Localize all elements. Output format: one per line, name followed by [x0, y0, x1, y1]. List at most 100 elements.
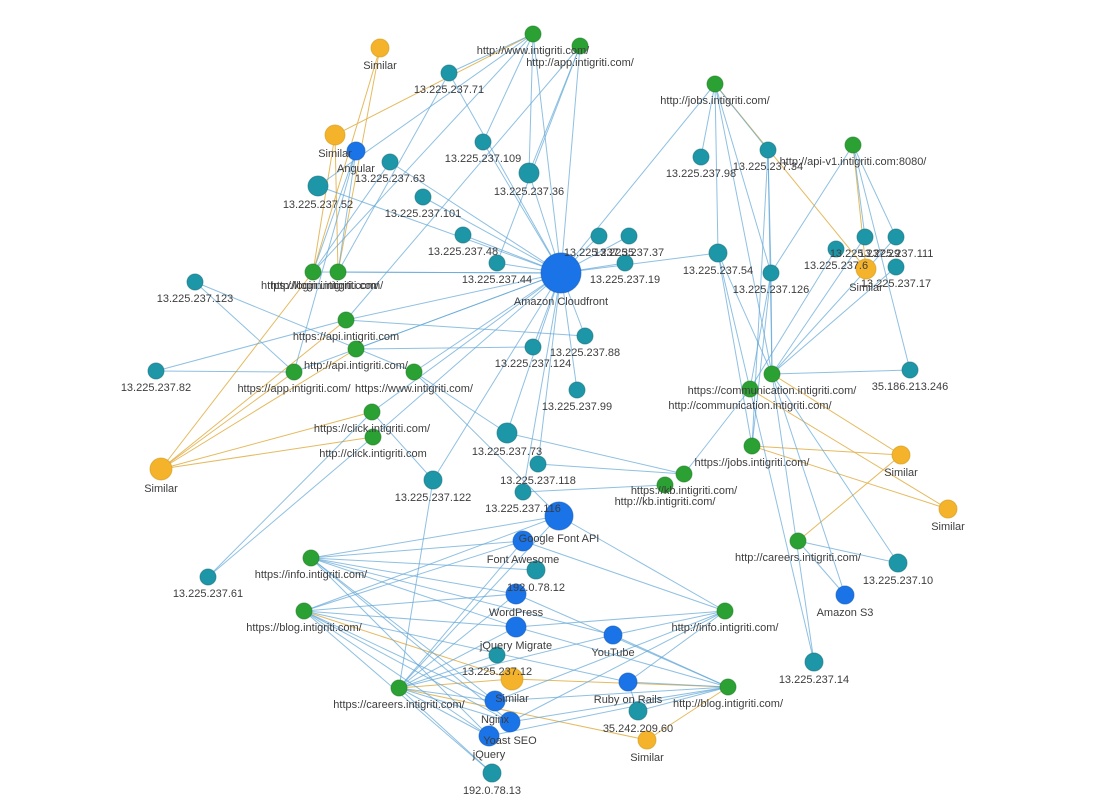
node-similar_e[interactable]	[891, 445, 911, 465]
label-ip6: 13.225.237.6	[804, 260, 868, 272]
node-ip99[interactable]	[568, 381, 586, 399]
label-ip44: 13.225.237.44	[462, 274, 532, 286]
node-similar_a[interactable]	[370, 38, 390, 58]
node-app_http[interactable]	[571, 37, 589, 55]
node-click_https[interactable]	[363, 403, 381, 421]
node-nginx[interactable]	[484, 690, 506, 712]
edge-careers_http-amazons3	[797, 540, 846, 596]
node-ip118[interactable]	[529, 455, 547, 473]
node-careers_https[interactable]	[390, 679, 408, 697]
node-ip123[interactable]	[186, 273, 204, 291]
node-rubyonrails[interactable]	[618, 672, 638, 692]
node-www_http[interactable]	[524, 25, 542, 43]
label-ip34: 13.225.237.34	[733, 161, 803, 173]
label-ip61: 13.225.237.61	[173, 588, 243, 600]
node-comm_http[interactable]	[741, 380, 759, 398]
edge-similar_a-login_https	[312, 47, 381, 273]
edge-cloudfront-www_http	[532, 33, 562, 274]
node-kb_http[interactable]	[656, 476, 674, 494]
label-ip12: 13.225.237.12	[462, 666, 532, 678]
node-ip14[interactable]	[804, 652, 824, 672]
node-ip101[interactable]	[414, 188, 432, 206]
node-jquerymigrate[interactable]	[505, 616, 527, 638]
node-ip7812[interactable]	[526, 560, 546, 580]
node-jobs_http[interactable]	[706, 75, 724, 93]
node-ip44[interactable]	[488, 254, 506, 272]
node-www_https[interactable]	[405, 363, 423, 381]
node-ip124[interactable]	[524, 338, 542, 356]
node-ip126[interactable]	[762, 264, 780, 282]
node-youtube[interactable]	[603, 625, 623, 645]
node-ip7813[interactable]	[482, 763, 502, 783]
node-jobs_https[interactable]	[743, 437, 761, 455]
label-kb_http: http://kb.intigriti.com/	[615, 496, 717, 508]
node-app_https[interactable]	[285, 363, 303, 381]
node-fontawesome[interactable]	[512, 530, 534, 552]
node-login_http[interactable]	[329, 263, 347, 281]
node-similar_h[interactable]	[637, 730, 657, 750]
node-similar_f[interactable]	[938, 499, 958, 519]
node-yoastseo[interactable]	[499, 711, 521, 733]
label-info_http: http://info.intigriti.com/	[672, 622, 780, 634]
node-gfont[interactable]	[544, 501, 574, 531]
node-apiv1[interactable]	[844, 136, 862, 154]
node-ip63[interactable]	[381, 153, 399, 171]
node-similar_b[interactable]	[324, 124, 346, 146]
node-info_https[interactable]	[302, 549, 320, 567]
node-login_https[interactable]	[304, 263, 322, 281]
node-api_http[interactable]	[347, 340, 365, 358]
node-ip116[interactable]	[514, 483, 532, 501]
label-ip111: 13.225.237.111	[859, 248, 934, 260]
node-ip246[interactable]	[901, 361, 919, 379]
node-ip88[interactable]	[576, 327, 594, 345]
node-ip52[interactable]	[307, 175, 329, 197]
node-ip10[interactable]	[888, 553, 908, 573]
node-ip12[interactable]	[488, 646, 506, 664]
node-ip61[interactable]	[199, 568, 217, 586]
node-ip54[interactable]	[708, 243, 728, 263]
node-ip6[interactable]	[827, 240, 845, 258]
node-ip29[interactable]	[856, 228, 874, 246]
node-amazons3[interactable]	[835, 585, 855, 605]
node-ip35[interactable]	[590, 227, 608, 245]
node-ip73[interactable]	[496, 422, 518, 444]
node-ip82[interactable]	[147, 362, 165, 380]
label-rubyonrails: Ruby on Rails	[594, 694, 663, 706]
label-cloudfront: Amazon Cloudfront	[514, 296, 608, 308]
node-ip34[interactable]	[759, 141, 777, 159]
node-ip37[interactable]	[620, 227, 638, 245]
node-similar_g[interactable]	[500, 667, 524, 691]
node-comm_https[interactable]	[763, 365, 781, 383]
label-careers_http: http://careers.intigriti.com/	[735, 552, 862, 564]
edge-ip34-comm_https	[767, 149, 773, 375]
node-ip48[interactable]	[454, 226, 472, 244]
node-angular[interactable]	[346, 141, 366, 161]
node-ip109[interactable]	[474, 133, 492, 151]
node-ip19[interactable]	[616, 254, 634, 272]
edge-similar_g-careers_https	[398, 678, 513, 689]
node-kb_https[interactable]	[675, 465, 693, 483]
node-wordpress[interactable]	[505, 583, 527, 605]
node-similar_c[interactable]	[855, 258, 877, 280]
node-blog_http[interactable]	[719, 678, 737, 696]
node-jquery[interactable]	[478, 725, 500, 747]
node-careers_http[interactable]	[789, 532, 807, 550]
node-cloudfront[interactable]	[540, 252, 582, 294]
label-ip35: 13.225.237.35	[564, 247, 634, 259]
node-ip111[interactable]	[887, 228, 905, 246]
node-blog_https[interactable]	[295, 602, 313, 620]
node-similar_d[interactable]	[149, 457, 173, 481]
node-ip98[interactable]	[692, 148, 710, 166]
node-ip20960[interactable]	[628, 701, 648, 721]
label-ip88: 13.225.237.88	[550, 347, 620, 359]
node-ip17[interactable]	[887, 258, 905, 276]
node-ip71[interactable]	[440, 64, 458, 82]
node-ip122[interactable]	[423, 470, 443, 490]
node-click_http[interactable]	[364, 428, 382, 446]
label-similar_e: Similar	[884, 467, 918, 479]
node-ip36[interactable]	[518, 162, 540, 184]
node-api_https[interactable]	[337, 311, 355, 329]
node-info_http[interactable]	[716, 602, 734, 620]
label-similar_c: Similar	[849, 282, 883, 294]
